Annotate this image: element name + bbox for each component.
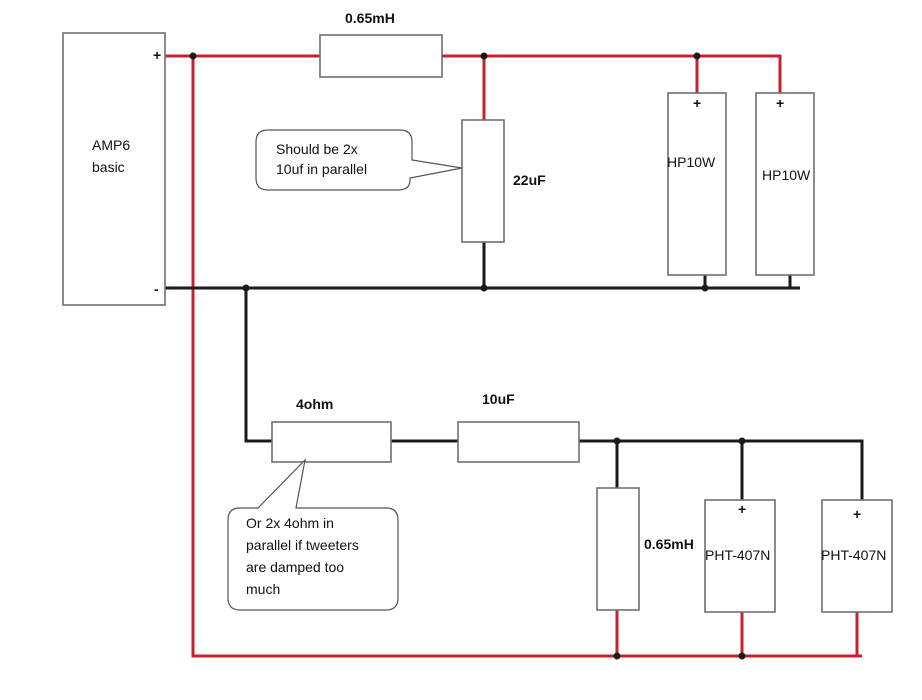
- tweeter-capacitor: 10uF: [457, 391, 580, 463]
- woofer-speaker-2: + HP10W: [755, 92, 815, 276]
- tweeter-speaker-2-label: PHT-407N: [821, 547, 886, 563]
- speaker-plus-terminal: +: [693, 95, 701, 111]
- tweeter-resistor: 4ohm: [271, 396, 392, 463]
- positive-wires: [165, 54, 862, 658]
- junction-dot: [242, 284, 250, 292]
- junction-dot: [701, 284, 709, 292]
- junction-dot: [738, 437, 746, 445]
- tweeter-speaker-2: + PHT-407N: [821, 499, 893, 613]
- woofer-capacitor-label: 22uF: [513, 172, 546, 188]
- woofer-speaker-2-label: HP10W: [762, 167, 811, 183]
- tweeter-capacitor-label: 10uF: [482, 391, 515, 407]
- junction-dot: [613, 437, 621, 445]
- amplifier-block: AMP6 basic + -: [62, 32, 166, 306]
- woofer-speaker-1: + HP10W: [667, 92, 727, 276]
- amp-plus-terminal: +: [153, 47, 161, 63]
- junction-dot: [480, 284, 488, 292]
- woofer-capacitor: 22uF: [461, 119, 546, 243]
- tweeter-note-line4: much: [246, 581, 280, 597]
- tweeter-inductor-label: 0.65mH: [644, 536, 694, 552]
- tweeter-note-callout: Or 2x 4ohm in parallel if tweeters are d…: [227, 458, 399, 611]
- junction-dot: [480, 52, 488, 60]
- amp-minus-terminal: -: [154, 281, 159, 297]
- junction-dot: [693, 52, 701, 60]
- woofer-inductor-label: 0.65mH: [345, 10, 395, 26]
- woofer-note-line1: Should be 2x: [276, 141, 358, 157]
- woofer-note-callout: Should be 2x 10uf in parallel: [255, 129, 463, 191]
- tweeter-note-line3: are damped too: [246, 559, 344, 575]
- woofer-inductor: 0.65mH: [319, 10, 443, 78]
- speaker-plus-terminal: +: [853, 506, 861, 522]
- woofer-speaker-1-label: HP10W: [667, 154, 716, 170]
- tweeter-speaker-1: + PHT-407N: [704, 499, 776, 613]
- tweeter-note-line1: Or 2x 4ohm in: [246, 515, 334, 531]
- amp-name-line2: basic: [92, 159, 125, 175]
- tweeter-speaker-1-label: PHT-407N: [705, 547, 770, 563]
- junction-dot: [189, 52, 197, 60]
- speaker-plus-terminal: +: [738, 501, 746, 517]
- junction-dot: [738, 652, 746, 660]
- tweeter-note-line2: parallel if tweeters: [246, 537, 359, 553]
- speaker-plus-terminal: +: [776, 95, 784, 111]
- junction-dot: [613, 652, 621, 660]
- tweeter-resistor-label: 4ohm: [296, 396, 333, 412]
- amp-name-line1: AMP6: [92, 137, 130, 153]
- woofer-note-line2: 10uf in parallel: [276, 161, 367, 177]
- junction-dots: [189, 52, 746, 660]
- tweeter-inductor: 0.65mH: [596, 487, 694, 611]
